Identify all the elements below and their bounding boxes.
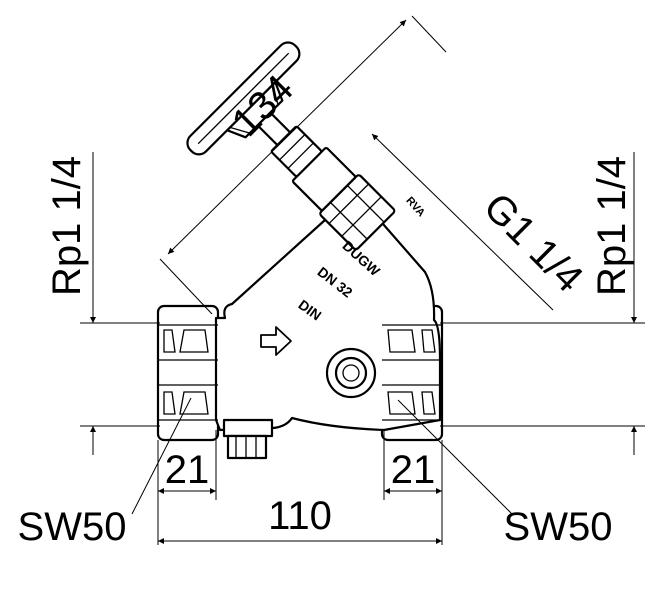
bonnet-marking: RVA — [403, 195, 427, 220]
left-socket-depth-label: 21 — [165, 448, 210, 492]
left-pipe-thread-label: Rp1 1/4 — [45, 156, 89, 296]
length-label: 110 — [268, 494, 332, 538]
bonnet-thread-label: G1 1/4 — [475, 185, 591, 301]
right-nut-faces — [382, 324, 442, 421]
right-pipe-thread-label: Rp1 1/4 — [590, 156, 634, 296]
arrow-right-icon — [260, 326, 292, 356]
left-wrench-size-label: SW50 — [18, 505, 127, 549]
dimension-lines — [80, 15, 645, 545]
left-nut-faces — [158, 324, 218, 421]
right-socket-depth-label: 21 — [391, 448, 436, 492]
right-wrench-size-label: SW50 — [504, 505, 613, 549]
valve-body — [156, 198, 444, 460]
